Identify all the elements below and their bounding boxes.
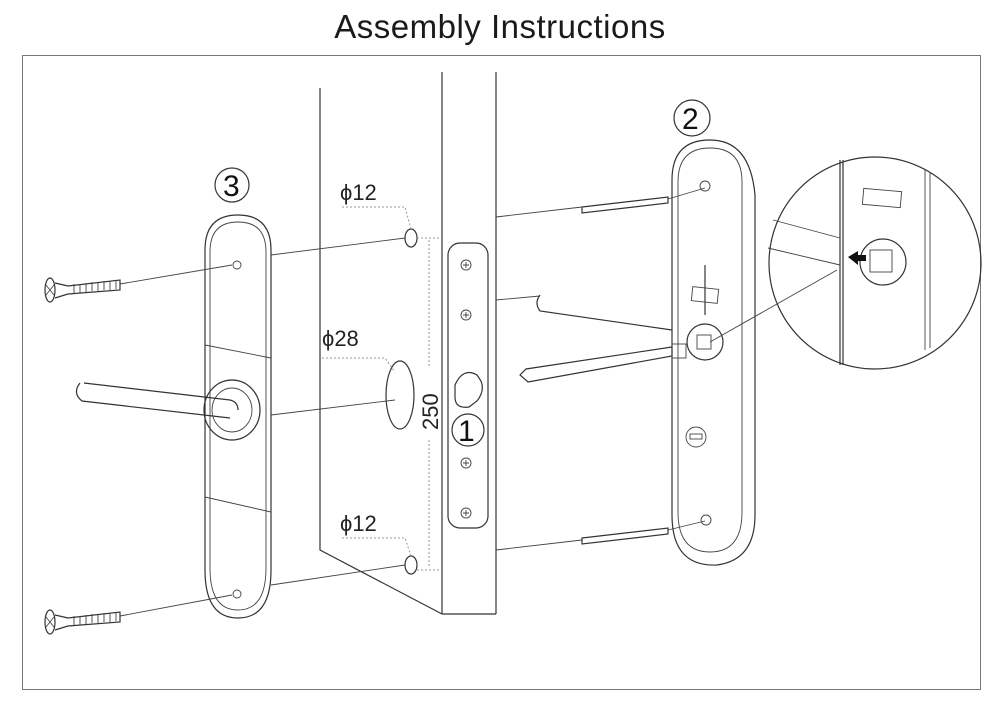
screw-head-icon <box>460 457 472 469</box>
hole-top <box>404 228 418 248</box>
lever-handle <box>75 382 239 419</box>
arrow-icon <box>848 251 866 265</box>
bolt-rod <box>536 294 673 331</box>
label-dimension: 250 <box>418 393 443 430</box>
diagram-frame <box>22 55 981 690</box>
screw-bottom-icon <box>44 609 121 635</box>
latch-bolt <box>454 372 483 408</box>
outer-handle-plate <box>203 214 272 619</box>
label-hole-top: ϕ12 <box>340 180 377 205</box>
dimension-lines <box>322 206 442 571</box>
step-2-label: 2 <box>682 103 699 136</box>
screw-head-icon <box>460 507 472 519</box>
mortise-lock <box>447 242 489 529</box>
screw-head-icon <box>460 309 472 321</box>
label-hole-bottom: ϕ12 <box>340 511 377 536</box>
label-hole-handle: ϕ28 <box>322 326 359 351</box>
step-1-label: 1 <box>458 415 475 448</box>
page-title: Assembly Instructions <box>334 8 666 45</box>
inner-plate <box>671 139 756 566</box>
screw-head-icon <box>460 259 472 271</box>
post-top <box>495 187 706 218</box>
screw-top-icon <box>44 277 121 303</box>
hole-bottom <box>404 555 418 575</box>
spindle <box>519 343 687 383</box>
step-3-label: 3 <box>223 170 240 203</box>
hole-handle <box>385 360 415 430</box>
post-bottom <box>495 520 706 551</box>
thumbturn-detail-magnifier <box>709 156 982 370</box>
door <box>319 72 497 615</box>
